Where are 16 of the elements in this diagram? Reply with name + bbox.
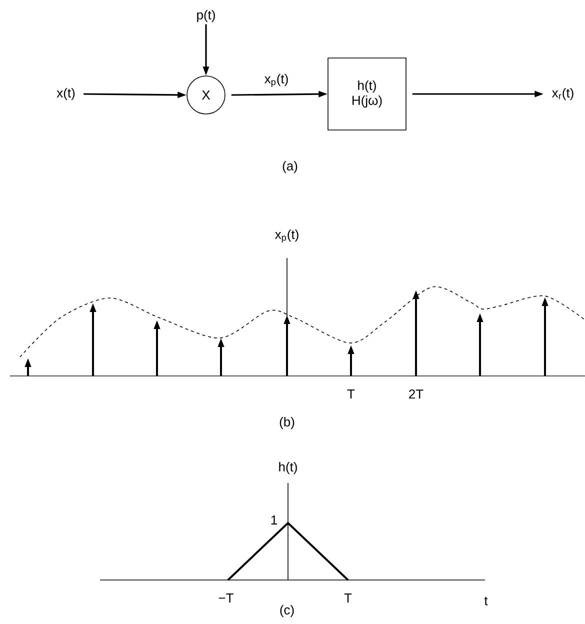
panel-caption: (b) (280, 416, 294, 430)
axis-label: t (484, 596, 488, 606)
panel-caption: (c) (280, 604, 294, 618)
filter-box: h(t) H(jω) (328, 58, 406, 130)
tick-label: −T (218, 594, 234, 602)
signal-label: x$_{r}$(t) (552, 88, 574, 100)
axis-label: x$_{p}$(t) (274, 229, 298, 243)
axis-label: h(t) (279, 462, 297, 474)
tick-label: T (347, 390, 355, 398)
panel-caption: (a) (282, 160, 298, 174)
signal-label: x(t) (56, 88, 75, 100)
signal-label: p(t) (197, 10, 215, 22)
tick-label: T (344, 594, 352, 602)
tick-label: 1 (271, 516, 277, 524)
tick-label: 2T (409, 389, 424, 399)
edge-label: x$_{p}$(t) (264, 74, 288, 87)
